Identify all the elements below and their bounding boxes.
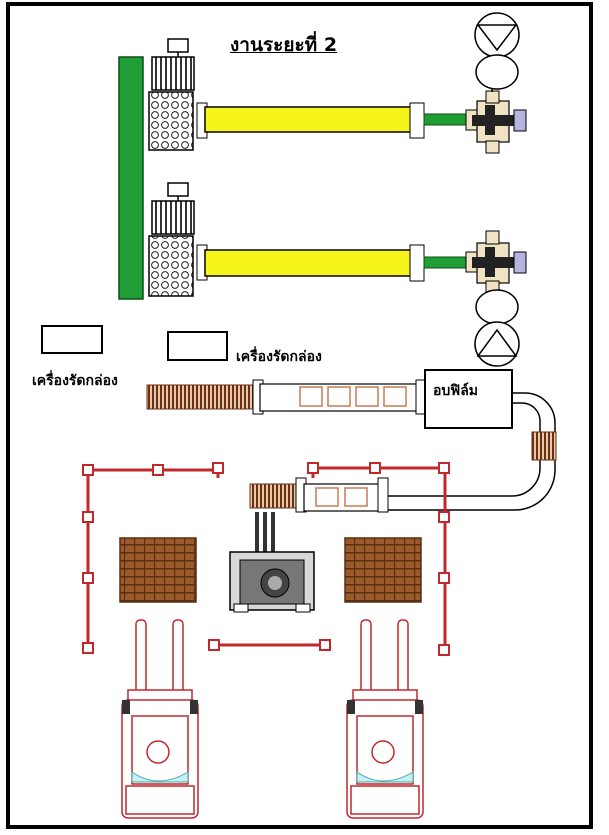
return-conveyor — [249, 392, 557, 513]
pallet-left — [119, 537, 197, 603]
upper-green-link — [423, 113, 469, 126]
film-shrink-oven — [424, 369, 513, 429]
upper-bottle-crate — [148, 91, 194, 151]
upper-small-unit — [167, 38, 189, 53]
film-shrink-label: อบฟิล์ม — [433, 383, 479, 399]
upper-lavender-block — [513, 109, 527, 132]
lower-green-link — [423, 256, 469, 269]
lower-yellow-conveyor — [204, 249, 413, 277]
upper-reel-bottom — [475, 54, 519, 90]
strapping-machine-right-label: เครื่องรัดกล่อง — [236, 349, 322, 365]
upper-slat-rack — [151, 56, 195, 91]
page-title: งานระยะที่ 2 — [230, 34, 338, 56]
forklift-right — [346, 619, 424, 819]
green-feed-conveyor — [118, 56, 144, 300]
lower-reel-top — [475, 289, 519, 325]
lower-lavender-block — [513, 251, 527, 274]
palletizing-robot — [229, 512, 315, 613]
upper-yellow-conveyor — [204, 106, 413, 133]
lower-small-unit — [167, 182, 189, 197]
strapping-machine-right — [167, 331, 228, 361]
packing-conveyor — [146, 379, 427, 415]
pallet-right — [344, 537, 422, 603]
lower-slat-rack — [151, 200, 195, 235]
upper-production-line — [148, 12, 527, 154]
strapping-machine-left — [41, 325, 103, 354]
forklift-left — [121, 619, 199, 819]
outer-border — [6, 2, 593, 829]
strapping-machine-left-label: เครื่องรัดกล่อง — [32, 373, 118, 389]
fence-posts — [82, 462, 450, 656]
lower-bottle-crate — [148, 235, 194, 297]
lower-production-line — [148, 182, 527, 367]
